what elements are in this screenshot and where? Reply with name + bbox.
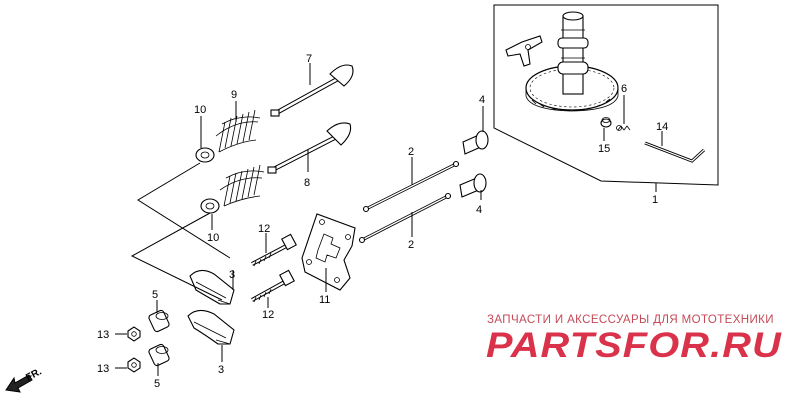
lifter-upper [462, 130, 489, 155]
decomp-pin [600, 117, 612, 128]
watermark-logo: PARTSFOR.RU [486, 326, 782, 365]
front-direction-indicator: FR. [5, 366, 44, 393]
pivot-bolt-upper [251, 233, 297, 267]
camshaft-group-frame [493, 4, 719, 186]
callout-4-upper: 4 [479, 94, 485, 106]
front-direction-label: FR. [24, 366, 44, 383]
callout-1: 1 [652, 194, 658, 206]
callout-8: 8 [304, 177, 310, 189]
decompressor-arm [505, 35, 543, 67]
callout-12-lower: 12 [262, 309, 274, 321]
pivot-bolt-lower [251, 269, 295, 303]
callout-3-upper: 3 [229, 269, 235, 281]
pushrod-lower [358, 192, 452, 244]
callout-13-lower: 13 [97, 363, 109, 375]
pushrod-upper [362, 160, 460, 213]
callout-3-lower: 3 [218, 364, 224, 376]
lock-nut-upper [127, 326, 141, 342]
callout-15: 15 [598, 143, 610, 155]
rocker-arm-upper [189, 269, 235, 305]
exhaust-valve [267, 122, 352, 174]
callout-10-lower: 10 [207, 232, 219, 244]
retainer-upper [195, 147, 215, 163]
lifter-lower [459, 173, 487, 198]
callout-9: 9 [231, 89, 237, 101]
lock-nut-lower [127, 357, 141, 373]
camshaft [557, 11, 589, 95]
guide-plate [301, 213, 356, 291]
decomp-spring [616, 125, 631, 131]
adjusting-nut-lower [148, 343, 170, 367]
callout-12-upper: 12 [258, 223, 270, 235]
callout-5-lower: 5 [154, 378, 160, 390]
callout-10-upper: 10 [194, 104, 206, 116]
callout-14: 14 [656, 121, 668, 133]
callout-2-lower: 2 [408, 239, 414, 251]
callout-6: 6 [621, 83, 627, 95]
valve-spring-upper [215, 109, 261, 153]
callout-13-upper: 13 [97, 329, 109, 341]
callout-5-upper: 5 [152, 289, 158, 301]
callout-2-upper: 2 [408, 146, 414, 158]
callout-11: 11 [319, 294, 330, 306]
hex-key [644, 141, 706, 163]
callout-labels: 7 9 10 8 10 4 4 2 2 12 12 11 3 3 5 5 13 … [97, 53, 668, 390]
front-arrow-icon [5, 374, 33, 393]
intake-valve [270, 64, 354, 117]
reference-lines [115, 63, 663, 376]
retainer-lower [200, 198, 220, 214]
watermark: ЗАПЧАСТИ И АКСЕССУАРЫ ДЛЯ МОТОТЕХНИКИ PA… [486, 314, 782, 365]
callout-4-lower: 4 [476, 204, 482, 216]
camshaft-group [493, 4, 719, 186]
adjusting-nut-upper [148, 309, 170, 333]
callout-7: 7 [306, 53, 312, 65]
valve-spring-lower [219, 164, 265, 207]
watermark-tagline: ЗАПЧАСТИ И АКСЕССУАРЫ ДЛЯ МОТОТЕХНИКИ [487, 314, 774, 326]
rocker-arm-lower [187, 309, 235, 345]
